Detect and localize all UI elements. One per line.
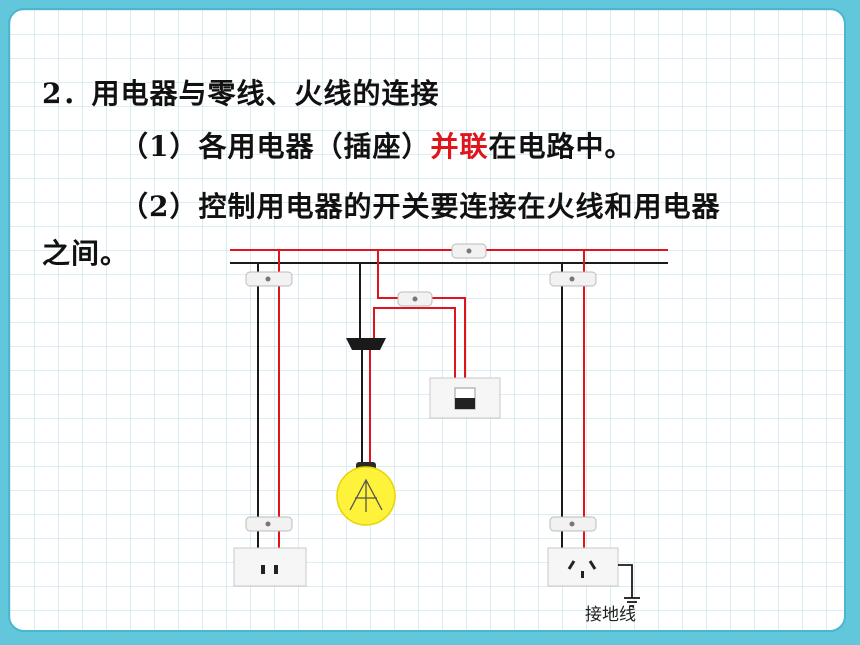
ground-icon	[624, 597, 640, 607]
light-branch	[336, 243, 501, 526]
ground-wire	[618, 564, 633, 598]
point-1-suffix: 在电路中。	[488, 130, 634, 163]
point-1-emphasis: 并联	[430, 130, 489, 163]
point-2-line-1: （2）控制用电器的开关要连接在火线和用电器	[120, 190, 721, 223]
lamp-holder	[346, 338, 386, 350]
left-socket-branch	[233, 250, 307, 587]
two-pin-socket	[233, 547, 307, 587]
point-1-prefix: （1）各用电器（插座）	[120, 130, 431, 163]
ground-label: 接地线	[585, 605, 636, 625]
slide-card	[8, 8, 846, 632]
point-1: （1）各用电器（插座）并联在电路中。	[120, 125, 634, 165]
three-pin-socket	[547, 547, 619, 587]
point-2-line-2: 之间。	[42, 237, 130, 270]
right-socket-branch: 接地线	[547, 250, 640, 625]
section-heading: 2．用电器与零线、火线的连接	[42, 77, 440, 110]
